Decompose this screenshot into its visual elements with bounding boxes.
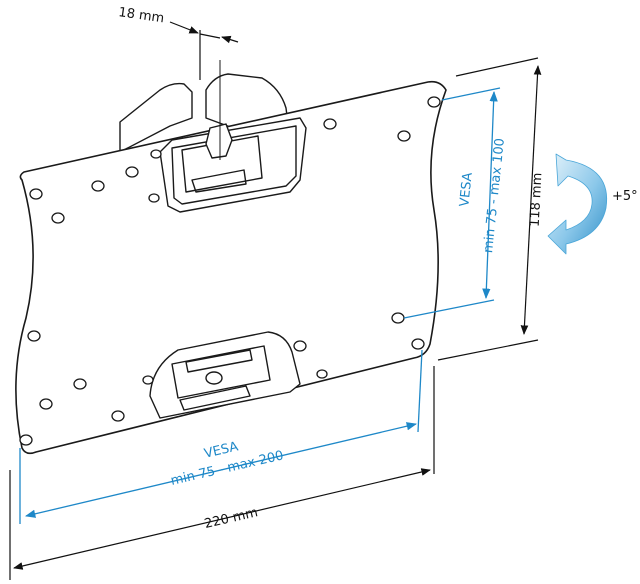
plate-height-label: 118 mm (528, 172, 546, 227)
hole (19, 434, 33, 446)
top-bracket-pocket (159, 117, 307, 213)
hole (73, 378, 87, 390)
hole (397, 130, 411, 142)
hole (150, 149, 162, 159)
mounting-plate (15, 80, 447, 455)
hole (316, 369, 328, 379)
hole (411, 338, 425, 350)
hole (293, 340, 307, 352)
plate-height-dimension (437, 57, 542, 361)
tilt-arrow-icon (547, 153, 608, 255)
vesa-horizontal-dimension (19, 349, 423, 524)
mounting-holes (19, 96, 441, 446)
tilt-label: +5° (612, 189, 638, 204)
hole (427, 96, 441, 108)
vesa-vertical-dimension (403, 87, 501, 319)
hole (51, 212, 65, 224)
left-arm (119, 82, 193, 153)
hole (125, 166, 139, 178)
bottom-bracket-pocket (149, 331, 301, 419)
arm-gap-dimension (169, 21, 239, 80)
hole (142, 375, 154, 385)
hole (39, 398, 53, 410)
hole (111, 410, 125, 422)
hole (29, 188, 43, 200)
hole (91, 180, 105, 192)
hole (27, 330, 41, 342)
hole (323, 118, 337, 130)
plate-width-label: 220 mm (203, 505, 259, 532)
hole (148, 193, 160, 203)
arm-gap-label: 18 mm (117, 5, 165, 26)
vesa-vertical-range: min 75 - max 100 (481, 137, 508, 253)
hole (391, 312, 405, 324)
vesa-vertical-title: VESA (457, 172, 476, 208)
